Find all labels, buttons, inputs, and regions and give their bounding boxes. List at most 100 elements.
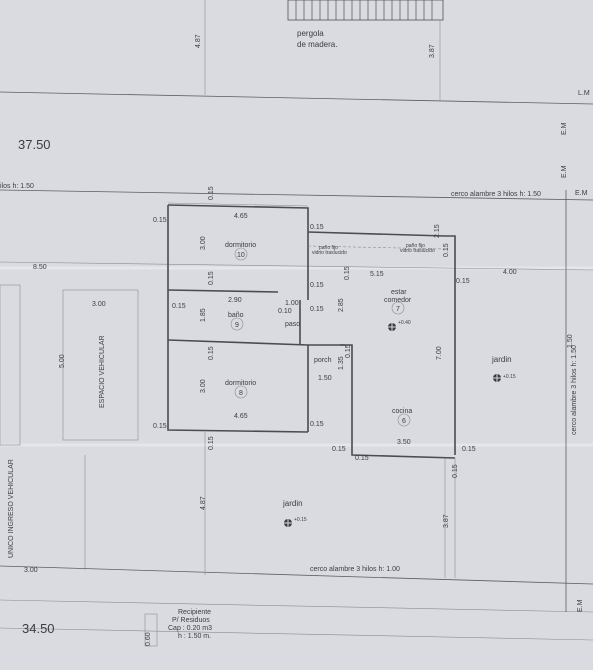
room-number: 8 xyxy=(239,390,243,397)
vehicle-entry-label: UNICO INGRESO VEHICULAR xyxy=(8,459,15,558)
dimension: 0.15 xyxy=(462,446,476,453)
room-label: cocina xyxy=(392,408,412,415)
pergola-label: pergola xyxy=(297,29,324,38)
dimension: 0.15 xyxy=(344,266,351,280)
dimension: 0.15 xyxy=(332,446,346,453)
dimension: 4.87 xyxy=(195,34,202,48)
dimension: 0.60 xyxy=(145,632,152,646)
house-walls xyxy=(167,204,456,459)
dimension: 3.00 xyxy=(24,567,38,574)
dimension-label: 37.50 xyxy=(18,137,51,152)
dimension: 0.15 xyxy=(310,306,324,313)
dimension-label: 34.50 xyxy=(22,621,55,636)
dimension: 3.00 xyxy=(200,379,207,393)
dimension: 0.15 xyxy=(345,344,352,358)
fence-line-bottom xyxy=(0,565,593,585)
room-label: baño xyxy=(228,312,244,319)
dimension: 2.85 xyxy=(338,298,345,312)
em-label: E.M xyxy=(575,190,588,197)
room-number-circle xyxy=(234,247,248,261)
glazing-label: vidrio traslucido xyxy=(312,250,347,256)
dimension: 7.00 xyxy=(436,346,443,360)
dimension: 1.85 xyxy=(200,308,207,322)
glazing-label: paño fijo xyxy=(319,245,338,251)
container-label: Recipiente xyxy=(178,609,211,616)
container-label: h : 1.50 m. xyxy=(178,633,211,640)
wall-outer xyxy=(167,202,309,207)
line-municipal xyxy=(0,91,593,105)
dimension: 0.15 xyxy=(172,303,186,310)
room-number-circle xyxy=(397,413,411,427)
level-marker-icon xyxy=(493,374,501,382)
dimension: 4.00 xyxy=(503,269,517,276)
parking-space xyxy=(62,289,139,441)
dimension: 2.90 xyxy=(228,297,242,304)
level-label: +0.15 xyxy=(294,517,307,523)
lm-label: L.M xyxy=(578,90,590,97)
room-number: 6 xyxy=(402,418,406,425)
dimension: 0.10 xyxy=(278,308,292,315)
dimension: 0.15 xyxy=(310,224,324,231)
fence-label: cerco alambre 3 hilos h: 1.50 xyxy=(571,345,578,435)
dimension: 0.15 xyxy=(443,243,450,257)
dimension: 1.50 xyxy=(318,375,332,382)
glazing-line xyxy=(307,245,446,250)
glazing-label: paño fijo xyxy=(406,243,425,249)
room-number-circle xyxy=(391,301,405,315)
dimension: 3.00 xyxy=(200,236,207,250)
dimension: 0.15 xyxy=(310,421,324,428)
level-label: +0.40 xyxy=(398,320,411,326)
residue-container xyxy=(144,613,158,647)
dimension: 0.15 xyxy=(208,271,215,285)
container-label: Cap : 0.20 m3 xyxy=(168,625,212,632)
dimension: 1.00 xyxy=(285,300,299,307)
dimension: 3.00 xyxy=(92,301,106,308)
pergola xyxy=(287,0,444,21)
room-number: 7 xyxy=(396,306,400,313)
room-label: comedor xyxy=(384,297,412,304)
dimension: 4.65 xyxy=(234,213,248,220)
dimension: 3.87 xyxy=(429,44,436,58)
dimension: 0.15 xyxy=(208,346,215,360)
garden-label: jardin xyxy=(282,499,303,508)
adjacent-structure xyxy=(0,284,21,446)
room-number-circle xyxy=(234,385,248,399)
room-label: dormitorio xyxy=(225,380,256,387)
fence-label: cerco alambre 3 hilos h: 1.00 xyxy=(310,566,400,573)
dimension: 4.87 xyxy=(200,496,207,510)
dimension: 0.15 xyxy=(208,186,215,200)
dimension: 4.65 xyxy=(234,413,248,420)
property-line-bottom xyxy=(0,599,593,613)
fence-label: ilos h: 1.50 xyxy=(0,183,34,190)
fence-line-top xyxy=(0,189,593,201)
garden-label: jardin xyxy=(491,355,512,364)
room-number: 9 xyxy=(235,322,239,329)
pergola-label-2: de madera. xyxy=(297,40,337,49)
container-label: P/ Residuos xyxy=(172,617,210,624)
level-label: +0.15 xyxy=(503,374,516,380)
glazing-label: vidrio traslucido xyxy=(400,248,435,254)
em-label: E.M xyxy=(561,165,568,178)
dimension: 3.87 xyxy=(443,514,450,528)
room-number: 10 xyxy=(237,252,245,259)
property-line-bottom-2 xyxy=(0,627,593,641)
dimension: 2.15 xyxy=(434,224,441,238)
room-label: estar xyxy=(391,289,407,296)
room-label: porch xyxy=(314,357,332,364)
parking-label: ESPACIO VEHICULAR xyxy=(99,335,106,408)
dimension: 0.15 xyxy=(452,464,459,478)
dimension: 1.50 xyxy=(567,334,574,348)
dimension: 0.15 xyxy=(153,217,167,224)
dimension: 0.15 xyxy=(355,455,369,462)
dimension: 0.15 xyxy=(456,278,470,285)
level-marker-icon xyxy=(388,323,396,331)
dimension: 1.35 xyxy=(338,356,345,370)
dimension: 0.15 xyxy=(208,436,215,450)
dimension: 5.15 xyxy=(370,271,384,278)
room-number-circle xyxy=(230,317,244,331)
room-label: paso xyxy=(285,321,300,328)
room-label: dormitorio xyxy=(225,242,256,249)
em-label: E.M xyxy=(561,122,568,135)
dimension: 5.00 xyxy=(59,354,66,368)
